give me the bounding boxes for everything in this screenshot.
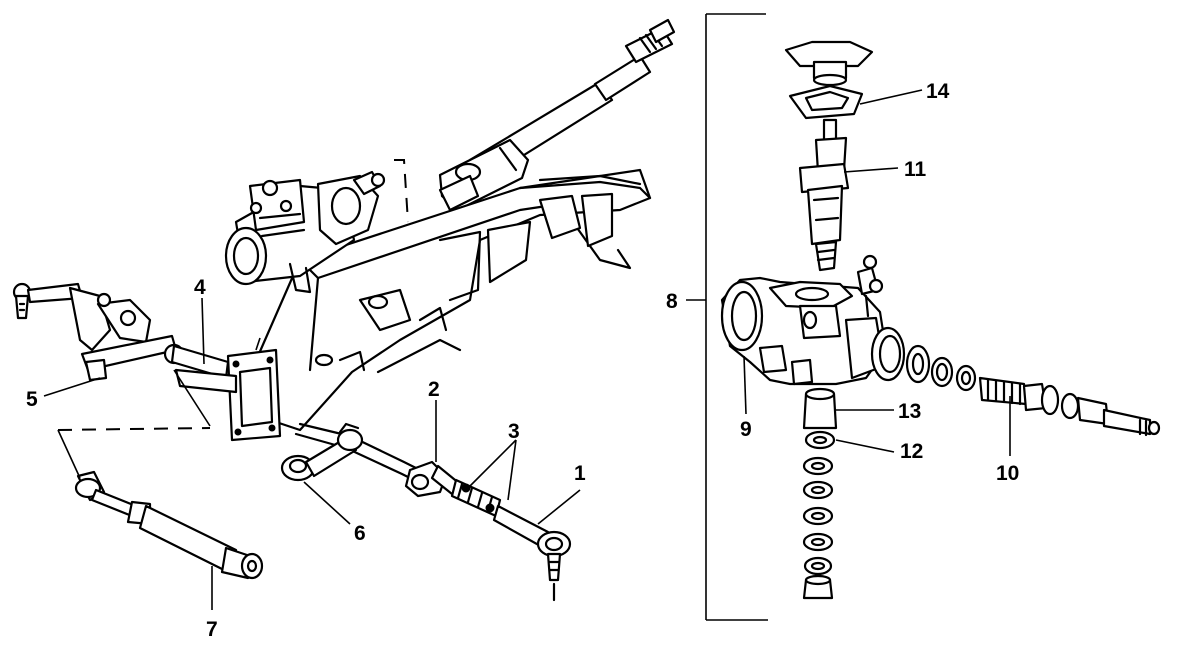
leader-lines <box>43 89 1011 610</box>
gear-box-installed <box>224 170 386 294</box>
callout-8: 8 <box>666 290 678 313</box>
callout-3: 3 <box>508 420 520 443</box>
callout-4: 4 <box>194 276 206 299</box>
callout-9: 9 <box>740 418 752 441</box>
steering-column <box>438 18 676 212</box>
callout-11: 11 <box>904 158 927 181</box>
exploded-gear-box <box>720 40 1161 600</box>
frame-rail <box>226 168 652 442</box>
callout-5: 5 <box>26 388 38 411</box>
callout-7: 7 <box>206 618 218 641</box>
callout-10: 10 <box>996 462 1019 485</box>
callout-6: 6 <box>354 522 366 545</box>
callout-12: 12 <box>900 440 923 463</box>
steering-damper <box>74 470 264 580</box>
callout-13: 13 <box>898 400 921 423</box>
callout-2: 2 <box>428 378 440 401</box>
dash-lines <box>57 159 409 479</box>
callout-14: 14 <box>926 80 950 103</box>
callout-labels: 1 2 3 4 5 6 7 8 9 10 11 12 13 14 <box>26 80 1019 641</box>
tie-rod-right <box>404 460 572 602</box>
callout-1: 1 <box>574 462 586 485</box>
pitman-tie-rod-assembly <box>12 282 230 382</box>
center-link <box>174 368 422 484</box>
idler-arm <box>280 422 364 482</box>
bracket-8 <box>686 13 768 621</box>
